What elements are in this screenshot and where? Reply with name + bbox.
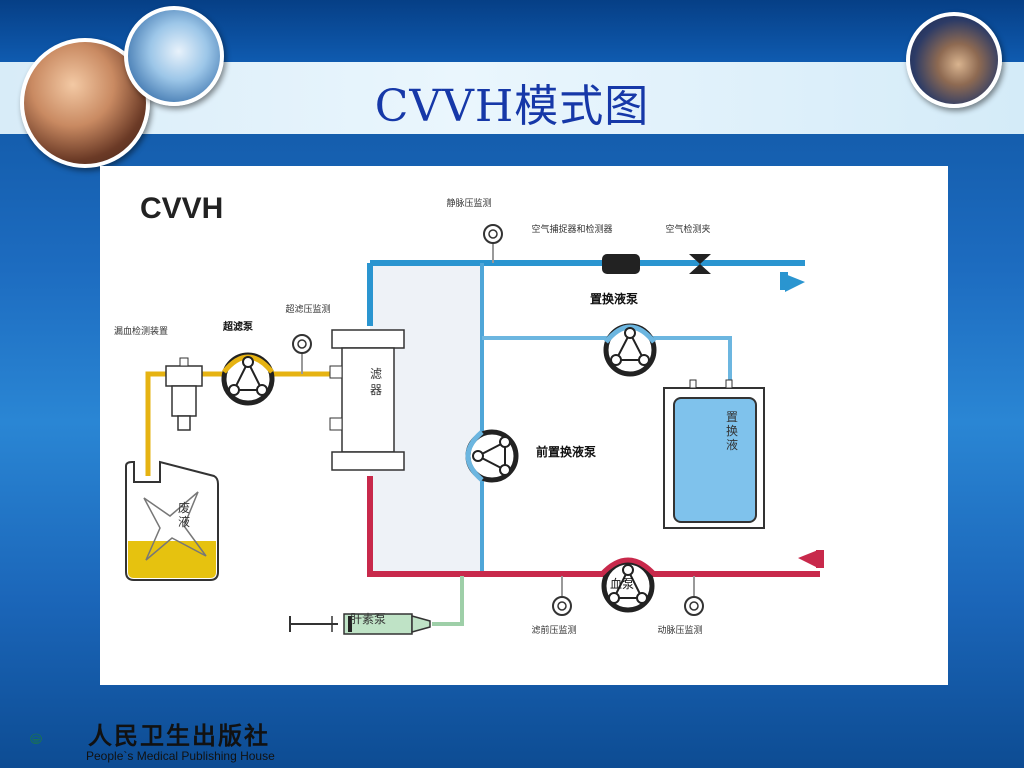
- prefilter-pressure-gauge-icon: [552, 576, 572, 616]
- diagram-panel: .lbl { font-family:"DejaVu Serif","Liber…: [100, 166, 948, 685]
- replacement-fluid-label-2: 换: [726, 424, 738, 438]
- uf-pressure-label: 超滤压监测: [285, 303, 330, 315]
- venous-pressure-label: 静脉压监测: [446, 197, 491, 209]
- heparin-pump-label: 肝素泵: [350, 612, 386, 626]
- waste-container-icon: [125, 460, 219, 581]
- replacement-fluid-label-3: 液: [726, 437, 738, 452]
- publisher-name-cn: 人民卫生出版社: [88, 721, 270, 750]
- arterial-arrow-tail: [816, 550, 824, 568]
- heparin-line: [432, 576, 464, 626]
- photo-hands: [906, 12, 1002, 108]
- venous-arrow-tail: [780, 272, 788, 290]
- filter-label-2: 器: [370, 383, 382, 397]
- replacement-pump-icon: [603, 323, 657, 377]
- prefilter-pressure-label: 滤前压监测: [531, 624, 576, 636]
- pre-replacement-pump-icon: [465, 429, 519, 483]
- heparin-syringe-icon: [289, 613, 431, 635]
- publisher-name-en: People`s Medical Publishing House: [86, 749, 275, 763]
- filter-body: [341, 347, 395, 453]
- waste-label-2: 液: [178, 514, 190, 529]
- diagram-heading: CVVH: [140, 192, 223, 225]
- replacement-pump-label: 置换液泵: [590, 291, 638, 306]
- uf-pump-icon: [221, 352, 275, 406]
- arterial-line: [367, 476, 820, 577]
- blood-leak-label: 漏血检测装置: [114, 325, 168, 337]
- filter-top-cap: [331, 329, 405, 349]
- uf-pressure-gauge-icon: [292, 334, 312, 374]
- air-trap-icon: [602, 254, 640, 274]
- venous-pressure-gauge-icon: [483, 224, 503, 263]
- blood-pump-label: 血泵: [610, 577, 634, 591]
- replacement-fluid-bag-icon: [663, 379, 765, 529]
- filter-port-bottom: [329, 417, 343, 431]
- waste-label-1: 废: [178, 500, 190, 515]
- arterial-arrow-icon: [798, 550, 818, 568]
- blood-leak-detector-icon: [165, 357, 203, 431]
- cvvh-diagram: .lbl { font-family:"DejaVu Serif","Liber…: [114, 192, 824, 636]
- filter-bottom-cap: [331, 451, 405, 471]
- slide-title: CVVH模式图: [374, 81, 650, 132]
- blood-pump-icon: [600, 557, 656, 613]
- filter-label-1: 滤: [370, 367, 382, 381]
- arterial-pressure-gauge-icon: [684, 576, 704, 616]
- air-clamp-icon: [689, 254, 711, 274]
- photo-doctor: [124, 6, 224, 106]
- filter-port-top: [329, 365, 343, 379]
- replacement-branch-line: [482, 336, 732, 386]
- replacement-fluid-label-1: 置: [726, 410, 738, 424]
- air-clamp-label: 空气检测夹: [665, 223, 710, 235]
- air-trap-label: 空气捕捉器和检测器: [531, 223, 612, 235]
- venous-arrow-icon: [785, 274, 805, 292]
- uf-pump-label: 超滤泵: [222, 320, 254, 333]
- publisher-logo-icon: [30, 733, 42, 744]
- arterial-pressure-label: 动脉压监测: [657, 624, 702, 636]
- pre-replacement-pump-label: 前置换液泵: [536, 444, 596, 459]
